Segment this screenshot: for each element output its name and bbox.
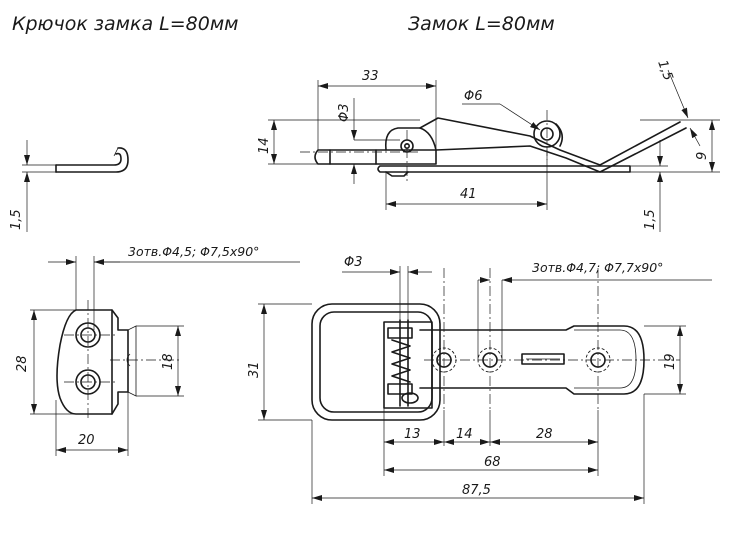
hook-thickness-label: 1,5 [9, 209, 24, 230]
lock-sheet-label: 1,5 [643, 209, 658, 230]
lock-base-label: 41 [460, 187, 477, 202]
hook-title: Крючок замка L=80мм [12, 13, 239, 35]
hook-side-view [22, 140, 129, 232]
lock-length-label: 33 [362, 69, 379, 84]
hook-width-label: 20 [78, 433, 95, 448]
lock-side-view [268, 69, 720, 232]
lock-top-view [258, 266, 712, 504]
lock-tongue-label: 19 [663, 353, 678, 370]
lock-hole-label: Φ6 [464, 89, 483, 104]
hook-tab-label: 18 [161, 353, 176, 370]
lock-dim-14-label: 14 [456, 427, 473, 442]
lock-dim-68-label: 68 [484, 455, 501, 470]
lock-top-height-label: 31 [247, 361, 262, 378]
hook-front-view [30, 256, 300, 456]
lock-total-label: 87,5 [462, 483, 491, 498]
lock-tip-label: 1,5 [654, 58, 675, 83]
lock-rise-label: 9 [695, 152, 710, 160]
lock-dim-28-label: 28 [536, 427, 553, 442]
lock-height-label: 14 [257, 137, 272, 154]
lock-dim-13-label: 13 [404, 427, 421, 442]
lock-title: Замок L=80мм [408, 13, 555, 35]
lock-pin-label: Φ3 [337, 103, 352, 122]
hook-height-label: 28 [15, 355, 30, 372]
lock-top-pin-label: Φ3 [344, 255, 363, 270]
hook-holes-note: 3отв.Φ4,5; Φ7,5x90° [128, 244, 259, 259]
lock-holes-note: 3отв.Φ4,7; Φ7,7x90° [532, 260, 663, 275]
